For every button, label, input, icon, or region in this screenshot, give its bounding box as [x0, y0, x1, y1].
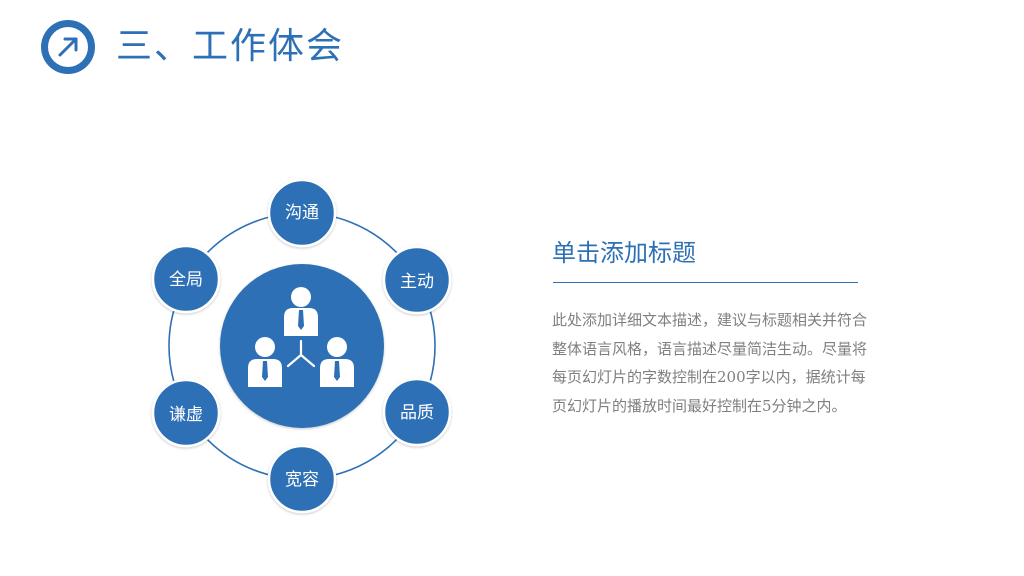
page-title: 三、工作体会 — [116, 26, 345, 67]
team-people-icon — [248, 287, 354, 387]
node-circle-pinzhi — [382, 377, 452, 447]
node-circle-zhudong — [382, 245, 452, 315]
node-circle-qianxu — [151, 378, 221, 448]
node-circle-goutong — [267, 178, 337, 248]
node-label-quanju: 全局 — [169, 270, 203, 290]
node-circles — [151, 178, 452, 514]
content-body[interactable]: 此处添加详细文本描述，建议与标题相关并符合整体语言风格，语言描述尽量简洁生动。尽… — [552, 311, 868, 415]
node-label-qianxu: 谦虚 — [169, 405, 203, 425]
title-divider — [553, 282, 858, 283]
node-label-kuanrong: 宽容 — [285, 470, 319, 490]
node-circle-quanju — [151, 244, 221, 314]
arrow-up-right-circle-icon — [41, 20, 95, 74]
connector-lines — [286, 339, 316, 368]
content-title[interactable]: 单击添加标题 — [552, 239, 696, 267]
node-label-pinzhi: 品质 — [400, 403, 434, 423]
node-label-zhudong: 主动 — [400, 272, 434, 292]
node-circle-kuanrong — [267, 444, 337, 514]
node-label-goutong: 沟通 — [285, 203, 319, 223]
